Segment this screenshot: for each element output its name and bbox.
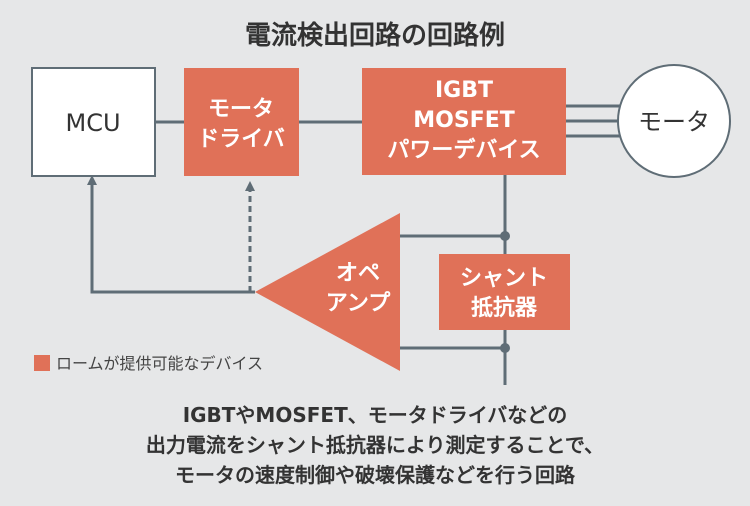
- power-device-label-line3: パワーデバイス: [387, 137, 540, 163]
- junction-dot-bottom: [500, 343, 510, 353]
- motor-label: モータ: [638, 108, 710, 136]
- caption-line1: IGBTやMOSFET、モータドライバなどの: [183, 403, 568, 427]
- mcu-block: MCU: [31, 67, 156, 177]
- legend: ロームが提供可能なデバイス: [34, 354, 263, 373]
- op-amp-block: オペ アンプ: [255, 213, 400, 371]
- motor-driver-block: モータ ドライバ: [184, 68, 299, 176]
- wire-opamp-mcu: [87, 175, 255, 294]
- shunt-resistor-block: シャント 抵抗器: [439, 254, 570, 330]
- legend-swatch: [34, 355, 50, 371]
- caption-line3: モータの速度制御や破壊保護などを行う回路: [175, 463, 576, 487]
- op-amp-label-line2: アンプ: [326, 291, 391, 316]
- diagram-title: 電流検出回路の回路例: [245, 20, 505, 51]
- motor-driver-label-line1: モータ: [208, 97, 274, 122]
- power-device-block: IGBT MOSFET パワーデバイス: [362, 68, 566, 175]
- shunt-resistor-label-line2: 抵抗器: [471, 295, 538, 321]
- legend-label: ロームが提供可能なデバイス: [56, 354, 263, 373]
- wires: [87, 104, 630, 385]
- junction-dot-top: [500, 231, 510, 241]
- op-amp-label-line1: オペ: [336, 261, 380, 286]
- shunt-resistor-label-line1: シャント: [460, 266, 548, 291]
- motor-block: モータ: [617, 64, 731, 178]
- power-device-label-line2: MOSFET: [413, 108, 515, 133]
- caption: IGBTやMOSFET、モータドライバなどの 出力電流をシャント抵抗器により測定…: [146, 403, 604, 487]
- motor-driver-label-line2: ドライバ: [197, 127, 285, 152]
- caption-line2: 出力電流をシャント抵抗器により測定することで、: [146, 433, 604, 457]
- mcu-label: MCU: [65, 109, 120, 137]
- power-device-label-line1: IGBT: [435, 78, 493, 103]
